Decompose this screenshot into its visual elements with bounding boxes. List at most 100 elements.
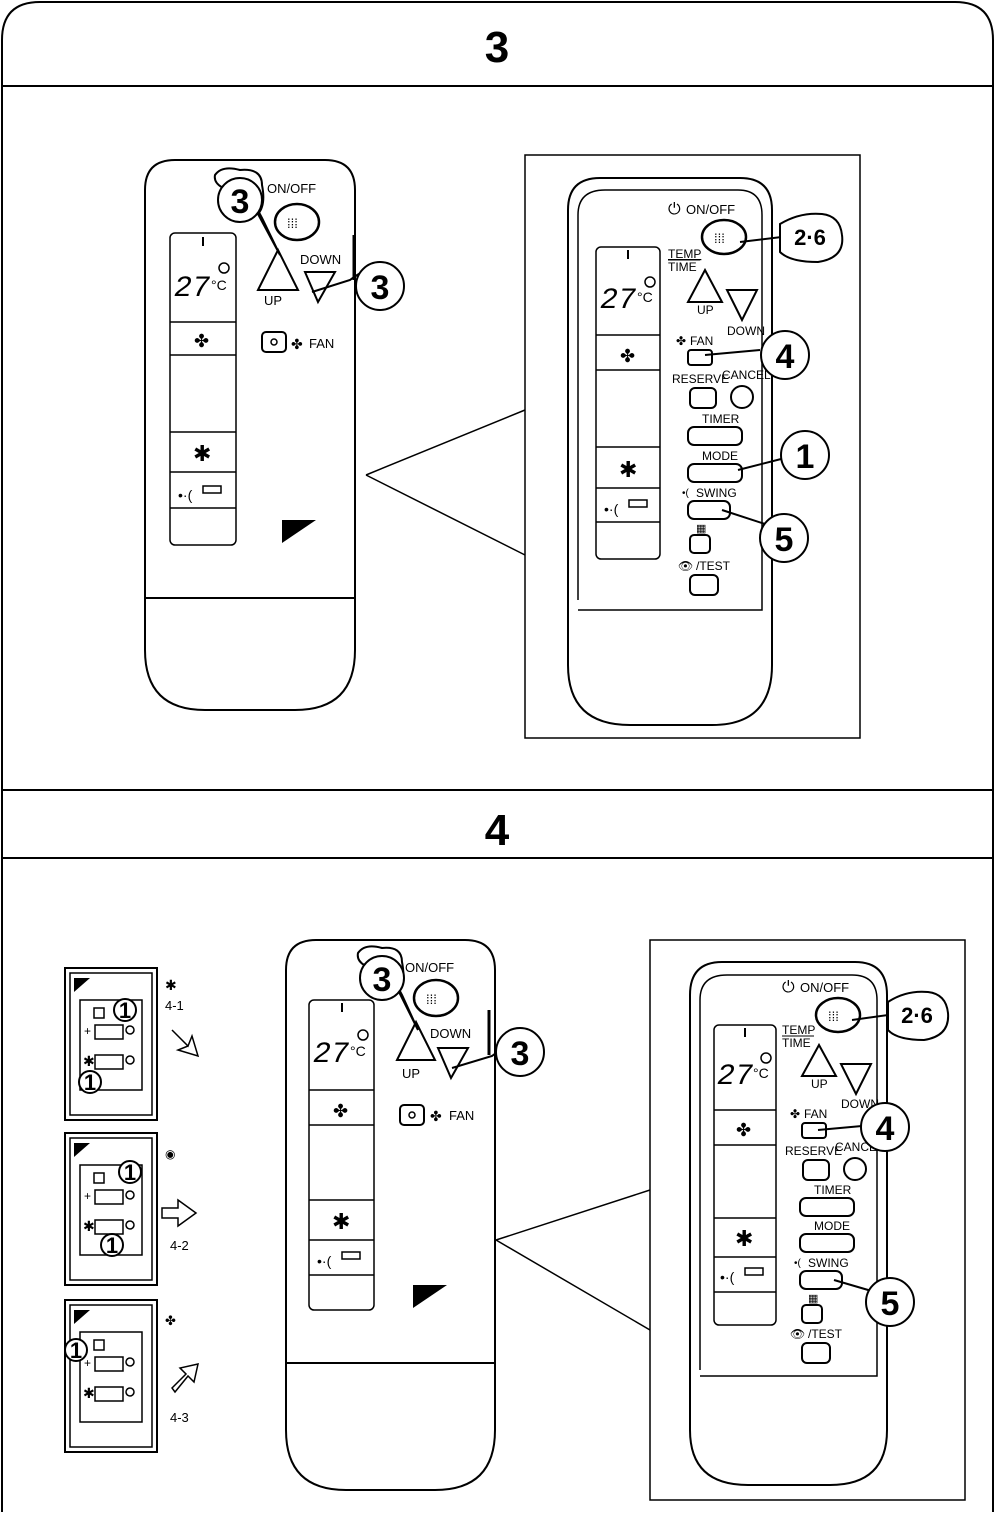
reserve-button[interactable] bbox=[689, 387, 717, 409]
switch-upper[interactable] bbox=[94, 1024, 124, 1040]
switch-upper[interactable] bbox=[94, 1189, 124, 1205]
on-off-label: ON/OFF bbox=[267, 181, 316, 196]
eye-icon: 👁 bbox=[678, 559, 693, 573]
remote-detail-s3: 27 °C ✤ ✱ •·( ⏻ ON/OFF ⁞⁞⁞ TEMP TIME UP … bbox=[524, 154, 861, 739]
swing-icon: •·( bbox=[317, 1253, 332, 1269]
down-button[interactable] bbox=[725, 289, 759, 323]
up-button[interactable] bbox=[256, 247, 300, 291]
up-button[interactable] bbox=[800, 1042, 838, 1077]
svg-text:✱: ✱ bbox=[83, 1385, 95, 1401]
callout-3: 3 bbox=[373, 961, 392, 999]
on-off-button[interactable] bbox=[412, 978, 460, 1018]
svg-text:+: + bbox=[84, 1024, 91, 1038]
lcd-unit: °C bbox=[753, 1065, 769, 1081]
svg-text:⁞⁞⁞: ⁞⁞⁞ bbox=[426, 992, 437, 1007]
test-label: /TEST bbox=[696, 559, 731, 573]
swing-label: SWING bbox=[696, 486, 737, 500]
section-3-header: 3 bbox=[485, 23, 509, 72]
lcd-temperature: 27 bbox=[174, 272, 210, 306]
svg-text:✱: ✱ bbox=[83, 1218, 95, 1234]
svg-text:✱: ✱ bbox=[83, 1053, 95, 1069]
down-button[interactable] bbox=[436, 1047, 470, 1081]
section-4-header: 4 bbox=[485, 806, 510, 855]
reserve-button[interactable] bbox=[802, 1159, 830, 1181]
down-label: DOWN bbox=[727, 324, 765, 338]
swing-button-icon: •( bbox=[794, 1258, 802, 1269]
callout-5: 5 bbox=[881, 1285, 900, 1323]
callout-1: 1 bbox=[70, 1338, 82, 1363]
lcd-unit: °C bbox=[637, 289, 653, 305]
on-off-button[interactable] bbox=[814, 996, 862, 1034]
on-off-button[interactable] bbox=[273, 202, 321, 242]
on-off-button[interactable] bbox=[700, 218, 748, 256]
callout-2-6: 2·6 bbox=[901, 1003, 933, 1028]
callout-3: 3 bbox=[231, 183, 250, 221]
fan-button[interactable] bbox=[801, 1122, 827, 1139]
test-button[interactable] bbox=[801, 1342, 831, 1364]
up-label: UP bbox=[811, 1077, 828, 1091]
cool-icon: ✱ bbox=[165, 977, 177, 993]
callout-4: 4 bbox=[776, 338, 795, 376]
arrow-right bbox=[161, 1198, 198, 1228]
cancel-button[interactable] bbox=[730, 385, 754, 409]
up-button[interactable] bbox=[395, 1019, 437, 1061]
down-label: DOWN bbox=[430, 1026, 471, 1041]
temp-label: TEMP bbox=[668, 247, 701, 261]
cancel-button[interactable] bbox=[843, 1157, 867, 1181]
timer-label: TIMER bbox=[702, 412, 740, 426]
on-off-label: ON/OFF bbox=[686, 202, 735, 217]
switch-panel-4-3: + ✱ 1 ✤ 4-3 bbox=[64, 1299, 199, 1453]
fan-button[interactable] bbox=[261, 331, 287, 353]
lcd-unit: °C bbox=[211, 277, 227, 293]
power-icon: ⏻ bbox=[782, 979, 795, 996]
step-label: 4-2 bbox=[170, 1238, 189, 1253]
detail-frame bbox=[524, 154, 861, 739]
lcd-temperature: 27 bbox=[600, 284, 636, 318]
down-button[interactable] bbox=[839, 1063, 873, 1097]
timer-button[interactable] bbox=[687, 426, 743, 446]
callout-3: 3 bbox=[371, 269, 390, 307]
lcd-display bbox=[308, 999, 375, 1311]
callout-3: 3 bbox=[511, 1035, 530, 1073]
timer-button[interactable] bbox=[799, 1197, 855, 1217]
mode-button[interactable] bbox=[799, 1233, 855, 1253]
mode-button[interactable] bbox=[687, 463, 743, 483]
switch-lower[interactable] bbox=[94, 1054, 124, 1070]
up-button[interactable] bbox=[686, 267, 724, 303]
swing-button-icon: •( bbox=[682, 488, 690, 499]
lcd-temperature: 27 bbox=[313, 1038, 349, 1072]
callout-1: 1 bbox=[119, 998, 131, 1023]
lcd-temperature: 27 bbox=[717, 1060, 753, 1094]
fan-button-icon: ✤ bbox=[291, 336, 303, 352]
test-button[interactable] bbox=[689, 574, 719, 596]
lcd-display bbox=[595, 246, 661, 560]
switch-lower[interactable] bbox=[94, 1386, 124, 1402]
grid-button[interactable] bbox=[689, 534, 711, 554]
fan-button[interactable] bbox=[687, 349, 713, 366]
remote-body bbox=[285, 939, 496, 1491]
mode-label: MODE bbox=[702, 449, 738, 463]
fan-button[interactable] bbox=[399, 1104, 425, 1126]
svg-text:+: + bbox=[84, 1189, 91, 1203]
zoom-lines bbox=[365, 409, 526, 556]
cool-icon: ✱ bbox=[332, 1209, 350, 1234]
cancel-label: CANCEL bbox=[722, 368, 771, 382]
switch-upper[interactable] bbox=[94, 1356, 124, 1372]
grid-button[interactable] bbox=[801, 1304, 823, 1324]
hand-callout bbox=[887, 990, 950, 1042]
lcd-display bbox=[169, 232, 237, 546]
swing-button[interactable] bbox=[687, 500, 731, 520]
down-label: DOWN bbox=[300, 252, 341, 267]
remote-body bbox=[567, 177, 773, 726]
fan-icon: ✤ bbox=[333, 1101, 348, 1121]
remote-small-s4: 27 °C ✤ ✱ •·( ON/OFF ⁞⁞⁞ UP DOWN ✤ FAN 3… bbox=[285, 939, 545, 1491]
remote-body bbox=[144, 159, 356, 711]
test-label: /TEST bbox=[808, 1327, 843, 1341]
reserve-label: RESERVE bbox=[785, 1144, 842, 1158]
callout-1: 1 bbox=[796, 438, 815, 476]
switch-lower[interactable] bbox=[94, 1219, 124, 1235]
swing-button[interactable] bbox=[799, 1270, 843, 1290]
swing-icon: •·( bbox=[604, 501, 619, 517]
